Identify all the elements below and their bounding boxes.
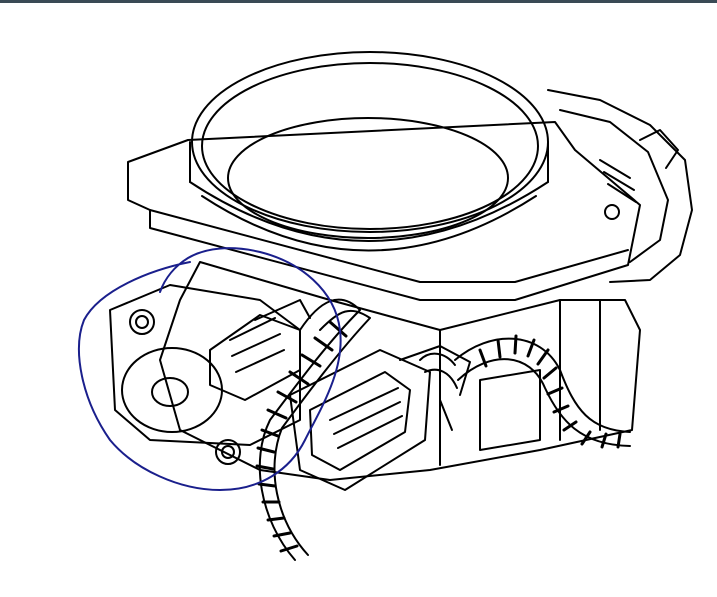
wire-3	[439, 399, 453, 431]
loom-wrap-right	[478, 334, 622, 449]
iac-plunger	[151, 377, 189, 407]
housing-lower	[159, 261, 641, 481]
flange-edge	[149, 209, 629, 283]
iac-face	[121, 347, 223, 433]
iac-screw-top-head	[135, 315, 149, 329]
loom-wrap-left	[255, 320, 348, 553]
harness-main	[258, 298, 361, 561]
lever-arm	[547, 89, 693, 283]
iac-screw-bottom	[215, 439, 241, 465]
iac-connector	[209, 314, 301, 401]
tps-connector-inner	[309, 371, 411, 471]
iac-connector-lip	[254, 299, 311, 321]
iac-body	[109, 284, 301, 446]
top-rule	[0, 0, 717, 3]
lever-spring	[599, 159, 637, 203]
wire-1	[419, 352, 456, 366]
tps-connector-ribs	[329, 387, 403, 449]
bore-bottom	[189, 181, 549, 242]
lever-pivot	[604, 204, 620, 220]
lever-arm-inner	[559, 109, 669, 263]
iac-screw-top	[129, 309, 155, 335]
wire-2	[424, 368, 458, 389]
harness-main-edge	[273, 309, 371, 556]
harness-right-edge	[457, 358, 631, 447]
bore-outer	[191, 51, 549, 233]
iac-connector-latch	[229, 317, 285, 373]
bore-bottom-2	[201, 195, 537, 252]
lever-segment	[639, 129, 679, 169]
bore-inner	[227, 117, 509, 239]
harness-right	[454, 337, 631, 433]
bore-outer-lip	[201, 62, 539, 230]
flange	[127, 121, 641, 301]
housing-step	[559, 299, 601, 441]
housing-pocket	[479, 369, 541, 451]
tps-connector	[289, 349, 431, 491]
tps-plug	[399, 345, 471, 396]
highlight-circle	[78, 247, 342, 492]
iac-screw-bottom-head	[221, 445, 235, 459]
